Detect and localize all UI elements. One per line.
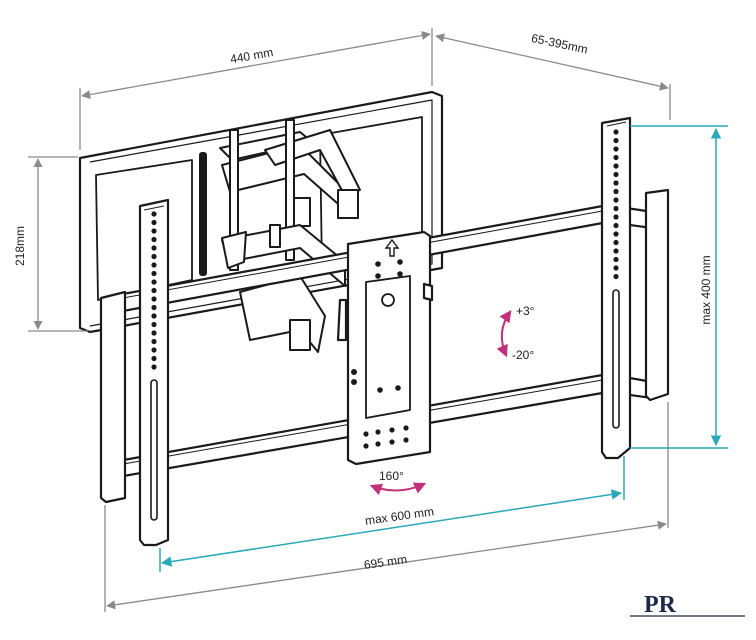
right-bracket-holes (613, 129, 619, 280)
dim-label-695: 695 mm (363, 552, 408, 572)
mounting-hole (613, 231, 619, 237)
mounting-hole (613, 197, 619, 203)
right-vertical-bracket (600, 116, 670, 460)
mounting-hole (151, 321, 157, 328)
mounting-hole (151, 287, 157, 294)
mounting-hole (613, 163, 619, 169)
articulating-arms (219, 119, 361, 353)
center-pivot-plate (336, 230, 434, 466)
mounting-hole (613, 239, 619, 246)
mounting-hole (151, 219, 157, 226)
brand-logo: PR (630, 592, 745, 618)
left-bracket-slot (150, 379, 158, 521)
mounting-hole (613, 273, 619, 280)
mounting-hole (613, 146, 619, 152)
mounting-hole (151, 262, 157, 268)
mounting-hole (613, 214, 619, 220)
left-bracket-holes (151, 211, 157, 370)
mounting-hole (151, 313, 157, 319)
mounting-hole (151, 364, 157, 370)
mounting-hole (613, 180, 619, 186)
mounting-hole (151, 245, 157, 251)
mounting-hole (613, 205, 619, 212)
logo-text: PR (644, 592, 677, 618)
mounting-hole (151, 296, 157, 302)
mounting-hole (151, 211, 157, 217)
dim-label-max-600: max 600 mm (364, 504, 435, 528)
mounting-hole (151, 347, 157, 353)
pivot-plate-details (351, 238, 409, 449)
mounting-hole (613, 171, 619, 178)
mounting-hole (151, 304, 157, 311)
tilt-arrow-icon (496, 310, 512, 358)
swivel-label: 160° (379, 469, 404, 483)
left-vertical-bracket (99, 198, 170, 547)
mounting-hole (151, 355, 157, 362)
mounting-hole (151, 279, 157, 285)
mounting-hole (151, 253, 157, 260)
dim-label-depth: 65-395mm (530, 31, 589, 57)
mounting-hole (613, 248, 619, 254)
mounting-hole (613, 188, 619, 195)
mounting-hole (151, 270, 157, 277)
right-bracket-slot (612, 289, 620, 429)
mounting-hole (151, 236, 157, 243)
dim-label-max-400: max 400 mm (699, 255, 713, 324)
tilt-up-label: +3° (516, 304, 535, 318)
mounting-hole (151, 330, 157, 336)
mounting-hole (613, 222, 619, 229)
mounting-hole (613, 137, 619, 144)
mounting-hole (151, 338, 157, 345)
mounting-hole (613, 154, 619, 161)
tilt-down-label: -20° (512, 348, 534, 362)
mounting-hole (613, 265, 619, 271)
swivel-arrow-icon (369, 482, 427, 496)
dim-label-218: 218mm (13, 226, 27, 266)
mounting-hole (151, 228, 157, 234)
mounting-hole (613, 256, 619, 263)
mounting-hole (613, 129, 619, 135)
teal-dimension-lines (159, 125, 728, 572)
